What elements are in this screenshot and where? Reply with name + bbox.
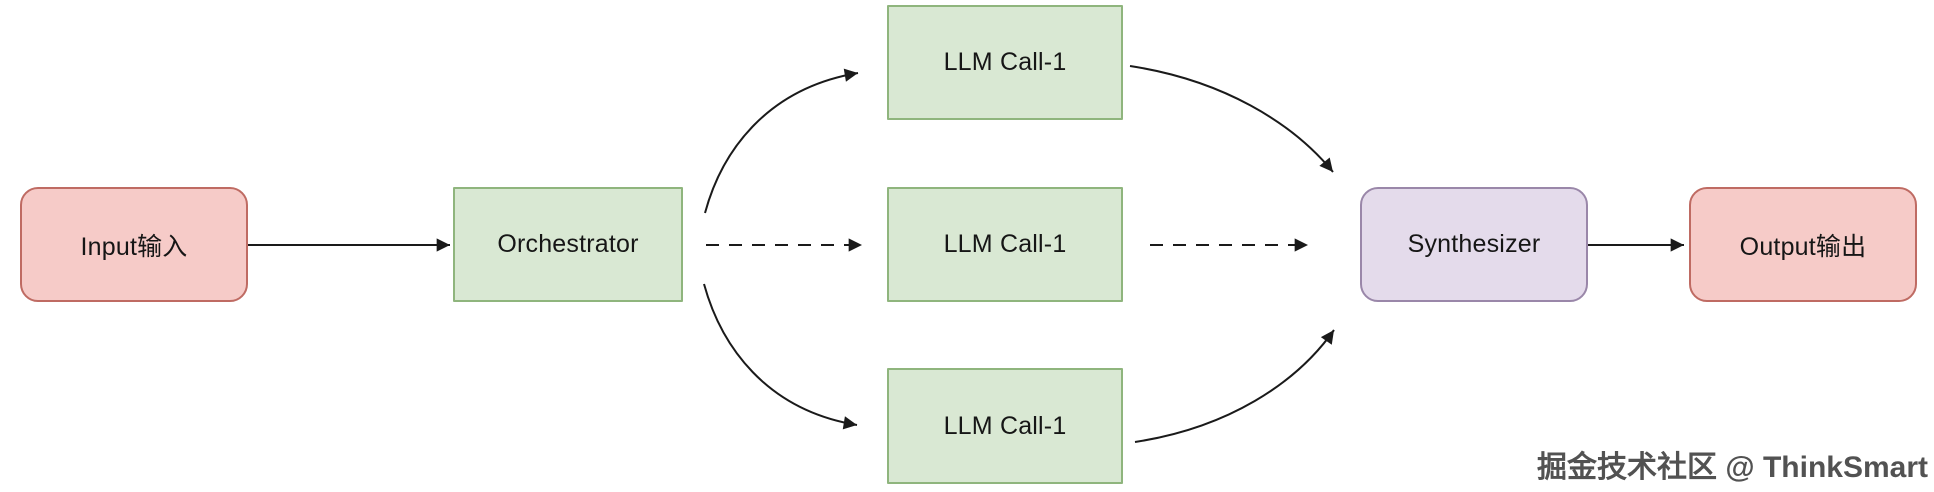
edge-orchestrator-to-llm-top [704,68,859,214]
node-output-label: Output输出 [1739,232,1867,261]
edge-orchestrator-to-llm-bottom [703,283,858,430]
edge-llm-bottom-to-synthesizer [1134,329,1335,443]
node-synthesizer-label: Synthesizer [1407,230,1541,258]
node-output: Output输出 [1689,187,1917,302]
node-llm-call-middle: LLM Call-1 [887,187,1123,302]
node-input: Input输入 [20,187,248,302]
node-orchestrator: Orchestrator [453,187,683,302]
node-orchestrator-label: Orchestrator [497,230,639,258]
node-llm-call-bottom-label: LLM Call-1 [943,411,1067,440]
node-input-label: Input输入 [80,232,188,261]
watermark: 掘金技术社区 @ ThinkSmart [1537,451,1928,484]
node-synthesizer: Synthesizer [1360,187,1588,302]
node-llm-call-bottom: LLM Call-1 [887,368,1123,484]
node-llm-call-top: LLM Call-1 [887,5,1123,120]
node-llm-call-middle-label: LLM Call-1 [943,230,1067,258]
node-llm-call-top-label: LLM Call-1 [943,48,1067,76]
edge-llm-top-to-synthesizer [1129,65,1334,173]
